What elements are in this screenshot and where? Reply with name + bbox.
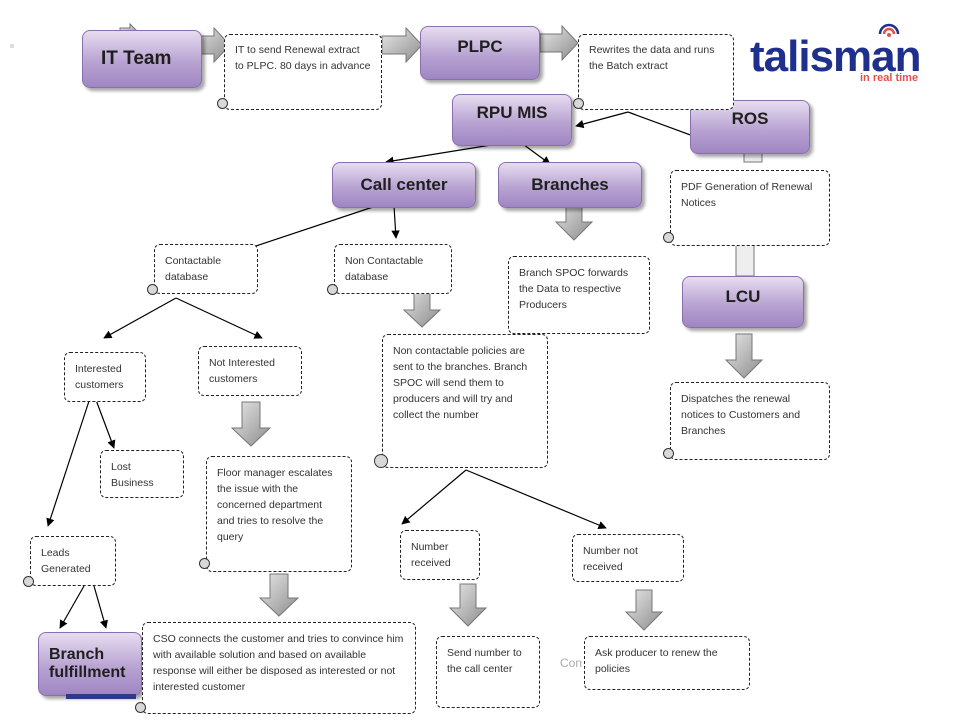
note-send-number: Send number to the call center bbox=[436, 636, 540, 708]
block-arrow-right bbox=[539, 24, 579, 62]
note-not-interested: Not Interested customers bbox=[198, 346, 302, 396]
scroll-curl bbox=[327, 284, 338, 295]
scroll-curl bbox=[23, 576, 34, 587]
node-it-team: IT Team bbox=[82, 30, 202, 88]
stray-dot bbox=[10, 44, 14, 48]
scroll-curl bbox=[135, 702, 146, 713]
logo-tagline: in real time bbox=[860, 72, 919, 84]
scroll-curl bbox=[663, 232, 674, 243]
note-number-received: Number received bbox=[400, 530, 480, 580]
footer-fragment: Con bbox=[560, 656, 583, 670]
block-arrow-down bbox=[724, 333, 764, 379]
note-contactable: Contactable database bbox=[154, 244, 258, 294]
note-branch-spoc: Branch SPOC forwards the Data to respect… bbox=[508, 256, 650, 334]
note-interested: Interested customers bbox=[64, 352, 146, 402]
node-lcu: LCU bbox=[682, 276, 804, 328]
note-cso-connects: CSO connects the customer and tries to c… bbox=[142, 622, 416, 714]
note-non-contactable: Non Contactable database bbox=[334, 244, 452, 294]
scroll-curl bbox=[374, 454, 388, 468]
note-floor-manager: Floor manager escalates the issue with t… bbox=[206, 456, 352, 572]
note-rewrites: Rewrites the data and runs the Batch ext… bbox=[578, 34, 734, 110]
note-renewal-extract: IT to send Renewal extract to PLPC. 80 d… bbox=[224, 34, 382, 110]
note-non-contactable-policies: Non contactable policies are sent to the… bbox=[382, 334, 548, 468]
signal-icon bbox=[878, 23, 900, 37]
note-pdf-generation: PDF Generation of Renewal Notices bbox=[670, 170, 830, 246]
logo-wordmark: talisman bbox=[750, 32, 922, 81]
node-plpc: PLPC bbox=[420, 26, 540, 80]
node-branch-fulfillment: Branch fulfillment bbox=[38, 632, 142, 696]
connector-stub bbox=[735, 243, 755, 277]
scroll-curl bbox=[199, 558, 210, 569]
node-rpu-mis: RPU MIS bbox=[452, 94, 572, 146]
note-dispatches: Dispatches the renewal notices to Custom… bbox=[670, 382, 830, 460]
footer-accent-bar bbox=[66, 694, 136, 699]
scroll-curl bbox=[147, 284, 158, 295]
note-lost-business: Lost Business bbox=[100, 450, 184, 498]
scroll-curl bbox=[573, 98, 584, 109]
scroll-curl bbox=[663, 448, 674, 459]
note-leads-generated: Leads Generated bbox=[30, 536, 116, 586]
note-number-not-received: Number not received bbox=[572, 534, 684, 582]
block-arrow-down bbox=[624, 589, 664, 631]
talisman-logo: talisman in real time bbox=[742, 20, 932, 90]
scroll-curl bbox=[217, 98, 228, 109]
node-branches: Branches bbox=[498, 162, 642, 208]
node-call-center: Call center bbox=[332, 162, 476, 208]
block-arrow-down bbox=[258, 573, 300, 617]
block-arrow-down bbox=[448, 583, 488, 627]
note-ask-producer: Ask producer to renew the policies bbox=[584, 636, 750, 690]
block-arrow-right bbox=[381, 26, 423, 64]
block-arrow-down bbox=[230, 401, 272, 447]
